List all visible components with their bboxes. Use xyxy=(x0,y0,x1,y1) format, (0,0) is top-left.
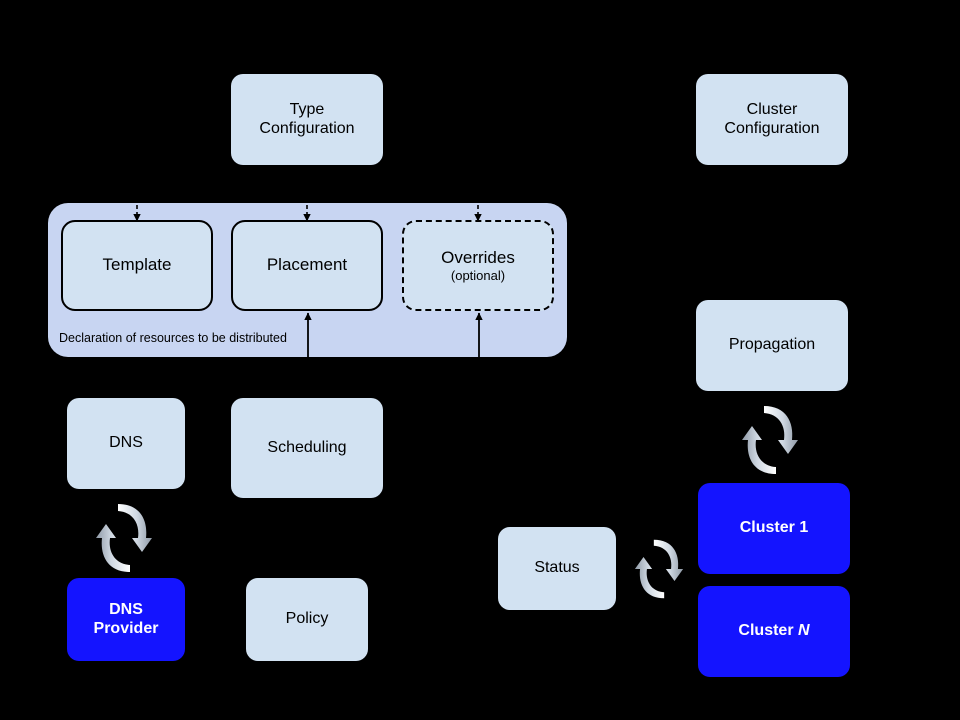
node-placement[interactable]: Placement xyxy=(231,220,383,311)
propagation-sync-icon xyxy=(742,406,798,474)
node-scheduling[interactable]: Scheduling xyxy=(231,398,383,498)
node-propagation-label: Propagation xyxy=(728,336,816,354)
node-dns-provider[interactable]: DNS Provider xyxy=(67,578,185,661)
node-dns[interactable]: DNS xyxy=(67,398,185,489)
node-propagation[interactable]: Propagation xyxy=(696,300,848,391)
group-caption: Declaration of resources to be distribut… xyxy=(59,331,287,345)
node-template-label: Template xyxy=(102,255,172,275)
node-template[interactable]: Template xyxy=(61,220,213,311)
node-overrides-sublabel: (optional) xyxy=(450,267,506,283)
node-status-label: Status xyxy=(534,559,580,577)
node-status[interactable]: Status xyxy=(498,527,616,610)
node-type-configuration-label: Type Configuration xyxy=(259,100,355,137)
node-cluster-n-suffix: N xyxy=(798,622,810,640)
node-cluster-configuration-label: Cluster Configuration xyxy=(724,100,820,137)
node-cluster-1-label: Cluster 1 xyxy=(740,519,808,538)
node-scheduling-label: Scheduling xyxy=(267,438,347,456)
node-cluster-1[interactable]: Cluster 1 xyxy=(698,483,850,574)
node-overrides[interactable]: Overrides (optional) xyxy=(402,220,554,311)
node-dns-provider-label: DNS Provider xyxy=(93,600,159,637)
node-cluster-1-suffix: 1 xyxy=(799,519,809,537)
node-type-configuration[interactable]: Type Configuration xyxy=(231,74,383,165)
node-placement-label: Placement xyxy=(266,255,348,275)
node-policy[interactable]: Policy xyxy=(246,578,368,661)
node-cluster-configuration[interactable]: Cluster Configuration xyxy=(696,74,848,165)
node-cluster-n-label: Cluster N xyxy=(738,622,809,641)
node-policy-label: Policy xyxy=(285,610,329,628)
node-dns-label: DNS xyxy=(109,434,143,452)
node-cluster-1-prefix: Cluster xyxy=(739,519,800,537)
status-sync-icon xyxy=(634,539,684,599)
node-cluster-n[interactable]: Cluster N xyxy=(698,586,850,677)
node-overrides-label: Overrides xyxy=(441,247,515,267)
dns-sync-icon xyxy=(96,504,152,572)
node-cluster-n-prefix: Cluster xyxy=(738,622,798,640)
